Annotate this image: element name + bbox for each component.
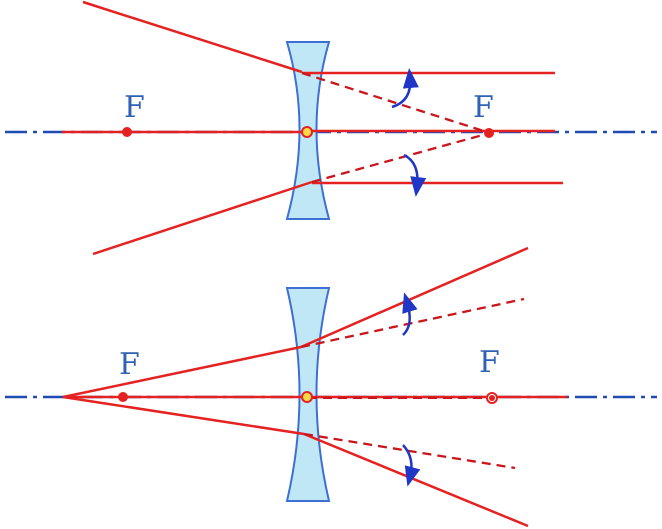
focus-point-left xyxy=(122,127,132,137)
optical-center xyxy=(301,391,313,403)
focus-point-left xyxy=(118,392,128,402)
focus-label-right: F xyxy=(473,90,494,125)
angle-arrow-upper xyxy=(402,292,418,336)
focus-point-right-inner xyxy=(489,395,495,401)
refracted-ray-lower xyxy=(303,432,529,528)
optical-center xyxy=(301,126,313,138)
incident-ray-upper xyxy=(62,345,302,399)
incident-ray-lower xyxy=(92,180,313,256)
top-diagram: F F xyxy=(5,0,657,256)
dashed-extension-lower xyxy=(311,131,491,184)
angle-arrow-lower xyxy=(402,444,421,487)
refracted-ray-upper xyxy=(300,246,529,349)
incident-ray-upper xyxy=(82,0,303,74)
focus-label-left: F xyxy=(124,90,145,125)
incident-ray-lower xyxy=(62,395,305,436)
dashed-extension-lower xyxy=(303,432,516,470)
bottom-diagram: F F xyxy=(5,246,657,528)
dashed-extension-upper xyxy=(300,297,525,349)
focus-label-right: F xyxy=(479,345,500,380)
angle-arrow-upper xyxy=(391,68,419,109)
focus-label-left: F xyxy=(119,347,140,382)
focus-point-right xyxy=(484,128,494,138)
dashed-extension-upper xyxy=(301,71,491,135)
angle-arrow-lower xyxy=(403,153,427,197)
